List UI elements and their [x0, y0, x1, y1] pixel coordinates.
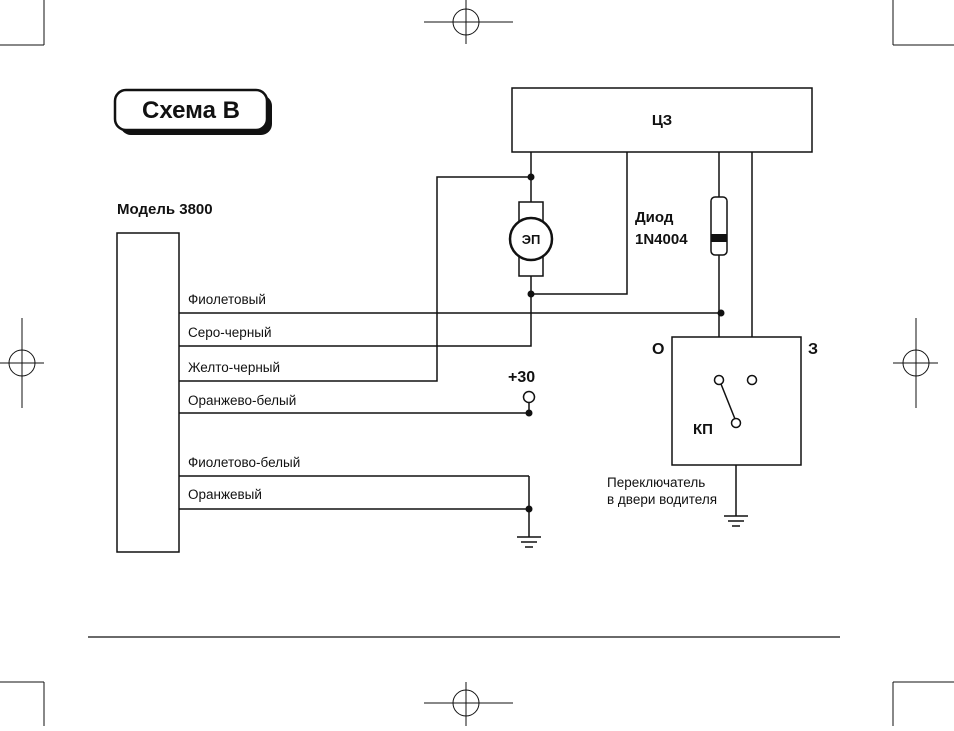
title-badge: Схема В	[115, 90, 272, 135]
ground-icon	[724, 516, 748, 526]
motor-label: ЭП	[522, 232, 541, 247]
plus30-terminal	[524, 392, 535, 403]
diagram-title: Схема В	[142, 97, 240, 124]
model-label: Модель 3800	[117, 201, 213, 218]
door-switch-label-1: Переключатель	[607, 475, 705, 490]
ground-icon	[517, 537, 541, 547]
diode-symbol	[711, 197, 727, 255]
registration-mark-top	[424, 0, 513, 44]
wire-label-violet-white: Фиолетово-белый	[188, 455, 300, 470]
controller-box	[117, 233, 179, 552]
registration-mark-bottom	[424, 682, 513, 726]
diode-label-2: 1N4004	[635, 231, 688, 248]
wire-label-yellow-black: Желто-черный	[188, 360, 280, 375]
wire-label-gray-black: Серо-черный	[188, 325, 272, 340]
wire-labels: Фиолетовый Серо-черный Желто-черный Оран…	[188, 292, 300, 502]
motor-symbol: ЭП	[510, 202, 552, 276]
wire-label-violet: Фиолетовый	[188, 292, 266, 307]
switch-open-label: О	[652, 341, 664, 358]
diode-label-1: Диод	[635, 209, 674, 226]
registration-mark-right	[893, 318, 938, 408]
registration-mark-left	[0, 318, 44, 408]
switch-label: КП	[693, 421, 713, 438]
wire-label-orange-white: Оранжево-белый	[188, 393, 296, 408]
door-switch-label-2: в двери водителя	[607, 492, 717, 507]
switch-close-label: З	[808, 341, 818, 358]
plus30-label: +30	[508, 369, 535, 386]
central-lock-label: ЦЗ	[652, 112, 672, 129]
switch-box	[672, 337, 801, 465]
wire-label-orange: Оранжевый	[188, 487, 262, 502]
